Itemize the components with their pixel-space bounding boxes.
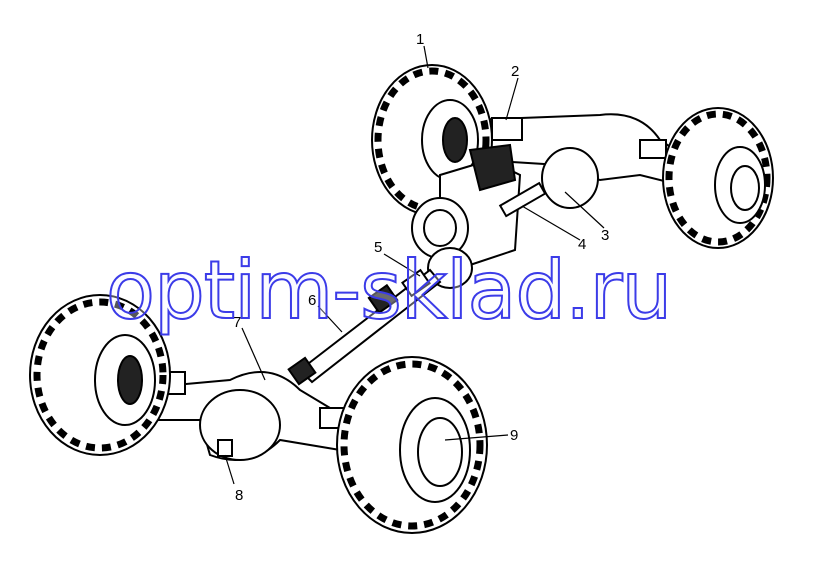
callout-5: 5 [374,239,382,256]
transmission [411,143,547,289]
watermark: optim-sklad.ru [106,244,671,337]
callout-9: 9 [510,427,518,444]
rear-axle [468,113,692,209]
callout-1: 1 [416,31,424,48]
wheel-rear-right [662,107,774,249]
wheel-front-left [29,294,171,456]
leader-lines [224,45,605,485]
callout-3: 3 [601,227,609,244]
callout-2: 2 [511,63,519,80]
callout-8: 8 [235,487,243,504]
callout-6: 6 [308,292,316,309]
callout-7: 7 [233,314,241,331]
wheel-front-right [336,356,488,534]
drive-shaft [287,268,442,386]
callout-4: 4 [578,236,586,253]
